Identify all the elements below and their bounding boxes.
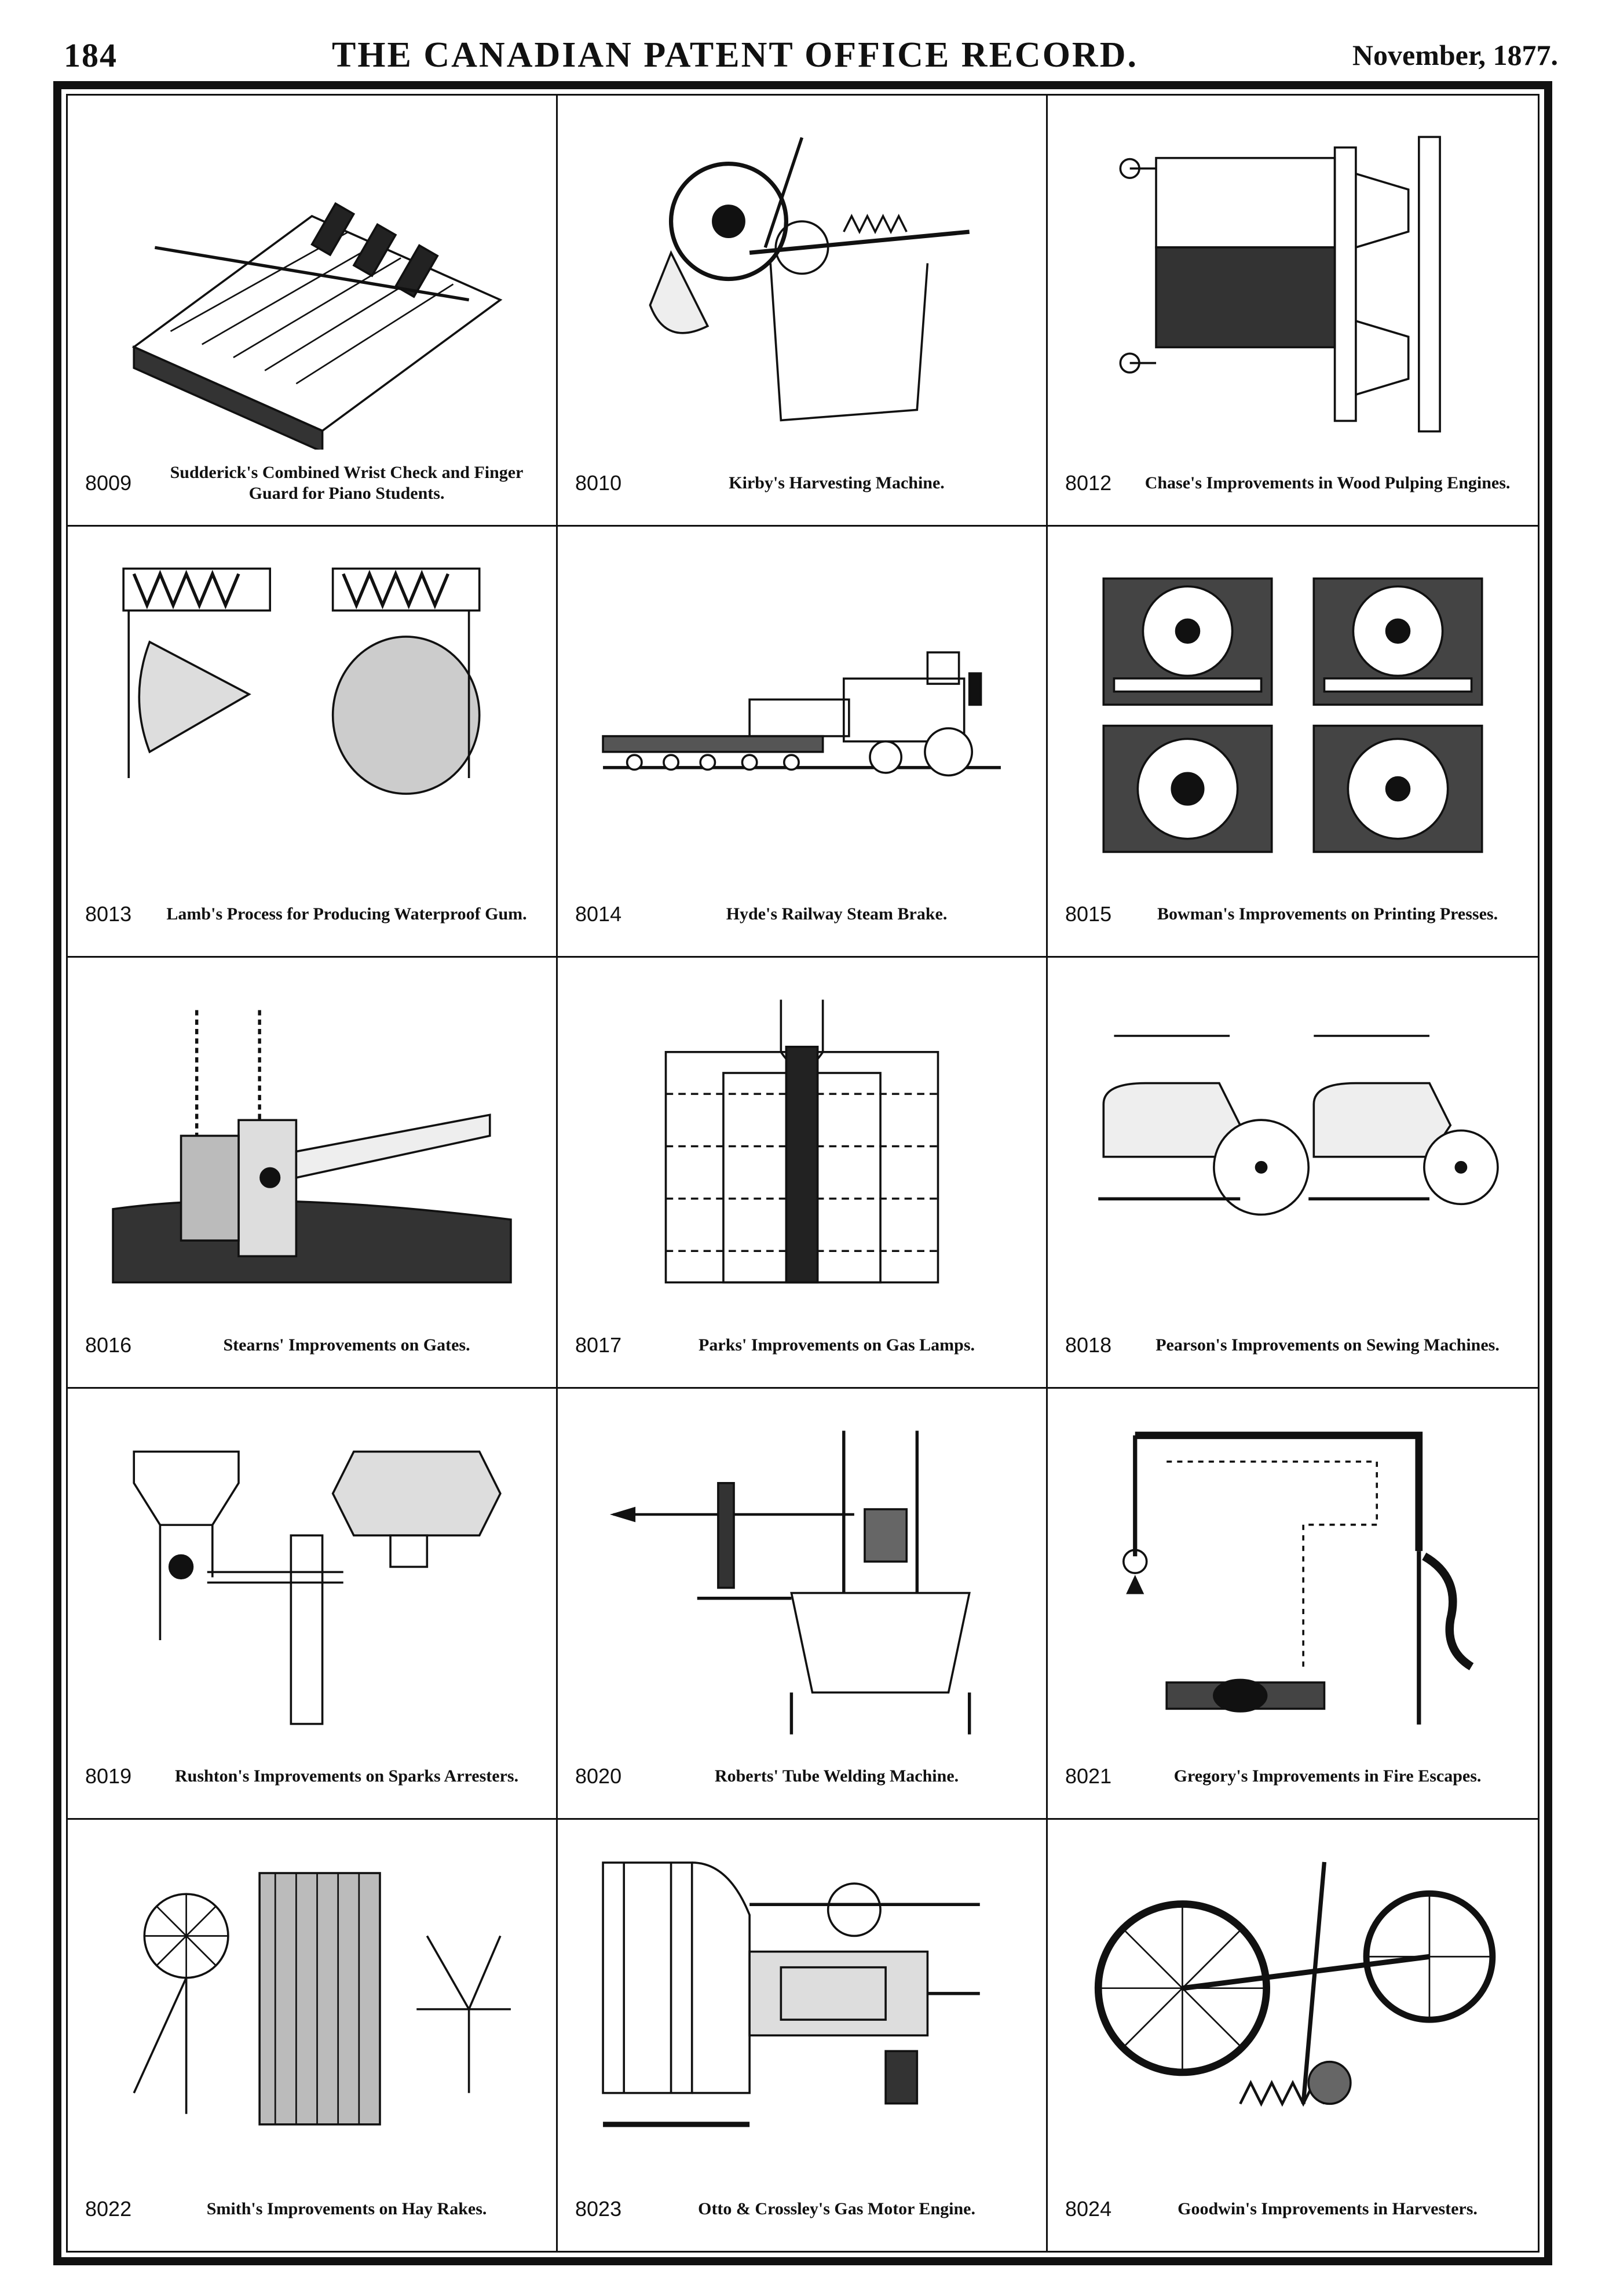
patent-caption: 8020 Roberts' Tube Welding Machine. bbox=[575, 1749, 1029, 1804]
patent-caption: 8023 Otto & Crossley's Gas Motor Engine. bbox=[575, 2181, 1029, 2236]
patent-title: Otto & Crossley's Gas Motor Engine. bbox=[698, 2199, 975, 2218]
patent-number: 8017 bbox=[575, 1333, 622, 1357]
patent-number: 8020 bbox=[575, 1764, 622, 1788]
patent-drawing-hopper bbox=[103, 1412, 521, 1743]
patent-cell: 8010 Kirby's Harvesting Machine. bbox=[558, 96, 1048, 527]
patent-number: 8014 bbox=[575, 901, 622, 926]
patent-cell: 8013 Lamb's Process for Producing Waterp… bbox=[68, 527, 558, 958]
patent-caption: 8009 Sudderick's Combined Wrist Check an… bbox=[85, 455, 539, 510]
patent-caption: 8013 Lamb's Process for Producing Waterp… bbox=[85, 886, 539, 941]
patent-caption: 8022 Smith's Improvements on Hay Rakes. bbox=[85, 2181, 539, 2236]
patent-caption: 8010 Kirby's Harvesting Machine. bbox=[575, 455, 1029, 510]
patent-cell: 8022 Smith's Improvements on Hay Rakes. bbox=[68, 1820, 558, 2251]
patent-number: 8023 bbox=[575, 2196, 622, 2221]
patent-number: 8019 bbox=[85, 1764, 132, 1788]
patent-title: Parks' Improvements on Gas Lamps. bbox=[699, 1335, 975, 1355]
patent-caption: 8012 Chase's Improvements in Wood Pulpin… bbox=[1065, 455, 1520, 510]
patent-cell: 8020 Roberts' Tube Welding Machine. bbox=[558, 1389, 1048, 1820]
patent-caption: 8017 Parks' Improvements on Gas Lamps. bbox=[575, 1317, 1029, 1373]
patent-title: Kirby's Harvesting Machine. bbox=[729, 473, 945, 492]
patent-cell: 8014 Hyde's Railway Steam Brake. bbox=[558, 527, 1048, 958]
patent-title: Bowman's Improvements on Printing Presse… bbox=[1157, 904, 1498, 923]
patent-caption: 8024 Goodwin's Improvements in Harvester… bbox=[1065, 2181, 1520, 2236]
patent-caption: 8014 Hyde's Railway Steam Brake. bbox=[575, 886, 1029, 941]
patent-caption: 8015 Bowman's Improvements on Printing P… bbox=[1065, 886, 1520, 941]
patent-number: 8010 bbox=[575, 470, 622, 495]
page-frame: 8009 Sudderick's Combined Wrist Check an… bbox=[53, 81, 1552, 2265]
patent-drawing-hay-rake bbox=[103, 1843, 521, 2175]
patent-cell: 8018 Pearson's Improvements on Sewing Ma… bbox=[1048, 958, 1538, 1389]
patent-caption: 8019 Rushton's Improvements on Sparks Ar… bbox=[85, 1749, 539, 1804]
patent-drawing-train bbox=[593, 550, 1011, 881]
patent-title: Gregory's Improvements in Fire Escapes. bbox=[1173, 1766, 1482, 1786]
patent-number: 8009 bbox=[85, 470, 132, 495]
patent-cell: 8023 Otto & Crossley's Gas Motor Engine. bbox=[558, 1820, 1048, 2251]
patent-title: Rushton's Improvements on Sparks Arreste… bbox=[174, 1766, 519, 1786]
patent-title: Chase's Improvements in Wood Pulping Eng… bbox=[1144, 473, 1511, 492]
patent-drawing-fire-escape bbox=[1083, 1412, 1503, 1743]
patent-caption: 8021 Gregory's Improvements in Fire Esca… bbox=[1065, 1749, 1520, 1804]
patent-drawing-reaper bbox=[1083, 1843, 1503, 2175]
patent-caption: 8016 Stearns' Improvements on Gates. bbox=[85, 1317, 539, 1373]
patent-title: Goodwin's Improvements in Harvesters. bbox=[1178, 2199, 1478, 2218]
patent-title: Roberts' Tube Welding Machine. bbox=[714, 1766, 959, 1786]
patent-drawing-engine bbox=[593, 1843, 1011, 2175]
patent-title: Hyde's Railway Steam Brake. bbox=[726, 904, 948, 923]
patent-grid: 8009 Sudderick's Combined Wrist Check an… bbox=[66, 94, 1540, 2253]
patent-number: 8024 bbox=[1065, 2196, 1112, 2221]
patent-cell: 8016 Stearns' Improvements on Gates. bbox=[68, 958, 558, 1389]
patent-drawing-vessels bbox=[103, 550, 521, 881]
patent-number: 8022 bbox=[85, 2196, 132, 2221]
patent-number: 8021 bbox=[1065, 1764, 1112, 1788]
patent-drawing-welder bbox=[593, 1412, 1011, 1743]
patent-number: 8015 bbox=[1065, 901, 1112, 926]
patent-cell: 8017 Parks' Improvements on Gas Lamps. bbox=[558, 958, 1048, 1389]
patent-cell: 8024 Goodwin's Improvements in Harvester… bbox=[1048, 1820, 1538, 2251]
patent-number: 8016 bbox=[85, 1333, 132, 1357]
patent-drawing-press bbox=[1083, 119, 1503, 450]
patent-number: 8018 bbox=[1065, 1333, 1112, 1357]
patent-cell: 8019 Rushton's Improvements on Sparks Ar… bbox=[68, 1389, 558, 1820]
patent-drawing-sewing bbox=[1083, 981, 1503, 1312]
patent-cell: 8009 Sudderick's Combined Wrist Check an… bbox=[68, 96, 558, 527]
patent-drawing-tank bbox=[593, 981, 1011, 1312]
patent-number: 8012 bbox=[1065, 470, 1112, 495]
patent-title: Sudderick's Combined Wrist Check and Fin… bbox=[170, 462, 524, 503]
patent-title: Smith's Improvements on Hay Rakes. bbox=[206, 2199, 487, 2218]
page-header: 184 THE CANADIAN PATENT OFFICE RECORD. N… bbox=[64, 32, 1558, 78]
patent-cell: 8012 Chase's Improvements in Wood Pulpin… bbox=[1048, 96, 1538, 527]
patent-number: 8013 bbox=[85, 901, 132, 926]
patent-cell: 8015 Bowman's Improvements on Printing P… bbox=[1048, 527, 1538, 958]
patent-cell: 8021 Gregory's Improvements in Fire Esca… bbox=[1048, 1389, 1538, 1820]
patent-drawing-gate bbox=[103, 981, 521, 1312]
patent-drawing-harvester bbox=[593, 119, 1011, 450]
patent-title: Lamb's Process for Producing Waterproof … bbox=[166, 904, 527, 923]
patent-title: Stearns' Improvements on Gates. bbox=[223, 1335, 470, 1355]
patent-drawing-gears bbox=[1083, 550, 1503, 881]
patent-title: Pearson's Improvements on Sewing Machine… bbox=[1155, 1335, 1500, 1355]
patent-drawing-piano-keyboard bbox=[103, 119, 521, 454]
issue-date: November, 1877. bbox=[1352, 39, 1558, 71]
patent-caption: 8018 Pearson's Improvements on Sewing Ma… bbox=[1065, 1317, 1520, 1373]
publication-title: THE CANADIAN PATENT OFFICE RECORD. bbox=[331, 35, 1138, 75]
page-number: 184 bbox=[64, 36, 118, 74]
